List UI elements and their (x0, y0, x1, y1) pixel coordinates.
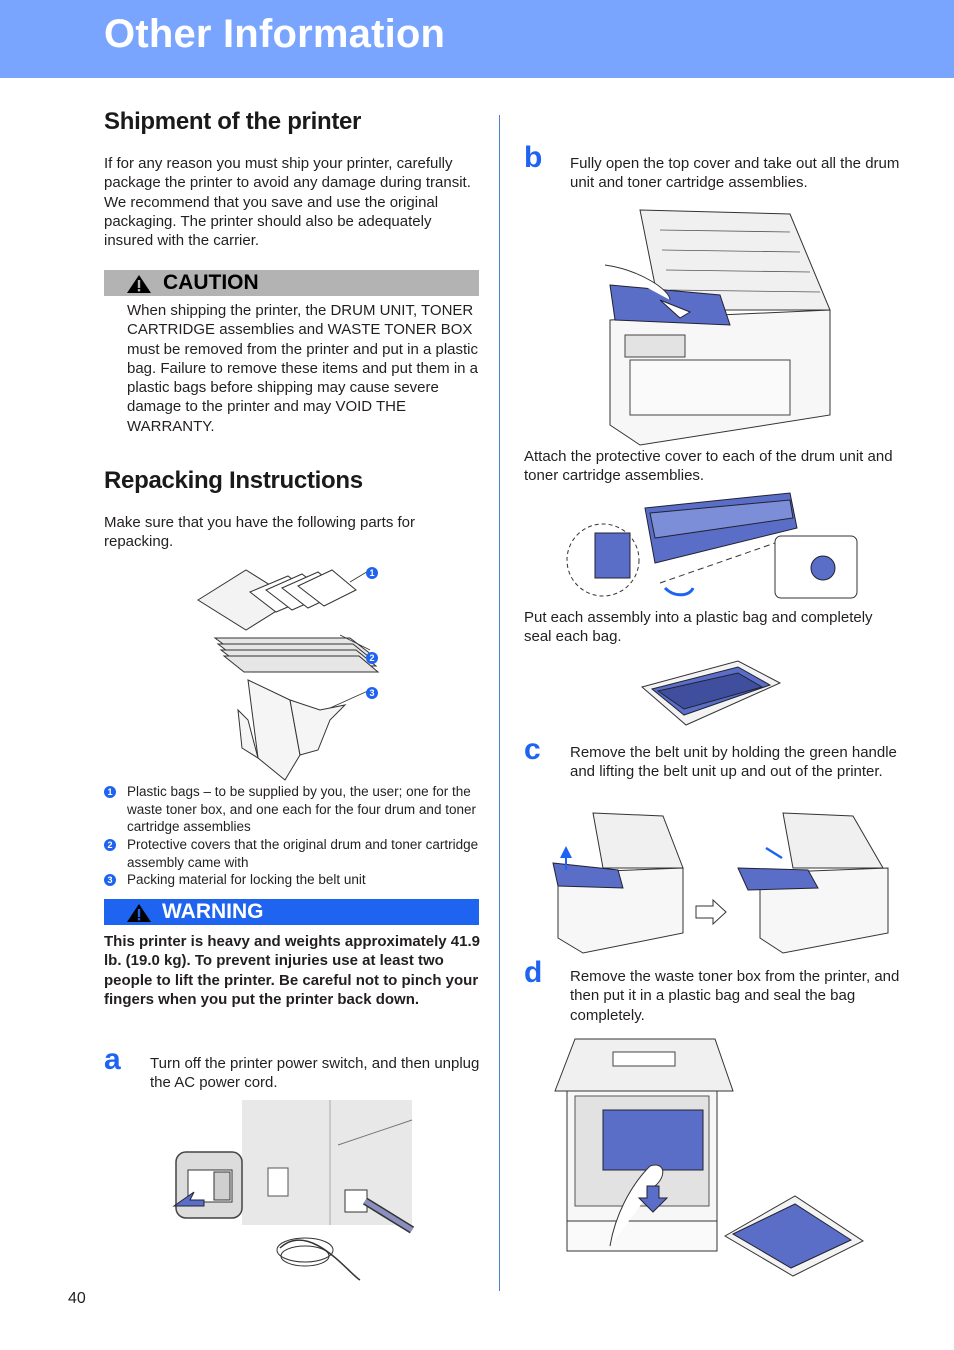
warning-text: This printer is heavy and weights approx… (104, 933, 480, 1008)
warning-label: WARNING (162, 900, 264, 923)
callout-3: 3 (366, 683, 378, 701)
step-d-letter: d (524, 956, 543, 989)
repacking-heading: Repacking Instructions (104, 467, 363, 494)
legend-number: 3 (104, 874, 116, 886)
waste-toner-illustration (554, 1038, 864, 1277)
shipment-intro: If for any reason you must ship your pri… (104, 155, 471, 250)
step-b-letter: b (524, 141, 543, 174)
column-divider (499, 115, 500, 1291)
repacking-parts-illustration (197, 569, 380, 781)
legend-item: 1 Plastic bags – to be supplied by you, … (104, 783, 484, 835)
caution-text: When shipping the printer, the DRUM UNIT… (127, 302, 479, 435)
warning-icon (127, 904, 151, 922)
legend-item: 2 Protective covers that the original dr… (104, 836, 484, 871)
legend-text: Plastic bags – to be supplied by you, th… (127, 784, 476, 835)
step-a-text: Turn off the printer power switch, and t… (150, 1055, 480, 1092)
step-c-text: Remove the belt unit by holding the gree… (570, 744, 897, 781)
page-number: 40 (68, 1290, 86, 1307)
step-b-text: Fully open the top cover and take out al… (570, 155, 900, 192)
caution-label: CAUTION (163, 271, 259, 294)
legend-item: 3 Packing material for locking the belt … (104, 871, 484, 889)
belt-unit-removal-illustration (552, 812, 889, 954)
header-banner: Other Information (0, 0, 954, 78)
printer-open-illustration (604, 209, 831, 446)
plastic-bags-illustration (197, 569, 357, 631)
step-b-text-2: Attach the protective cover to each of t… (524, 448, 893, 485)
step-b-text-3: Put each assembly into a plastic bag and… (524, 609, 873, 646)
step-c-letter: c (524, 733, 541, 766)
printer-left (552, 812, 684, 954)
protective-covers-illustration (213, 637, 380, 673)
belt-packing-illustration (237, 679, 347, 781)
step-d-text: Remove the waste toner box from the prin… (570, 968, 900, 1024)
page-title: Other Information (104, 12, 446, 56)
repacking-intro: Make sure that you have the following pa… (104, 514, 416, 551)
caution-icon (127, 275, 151, 293)
printer-right (737, 812, 889, 954)
callout-1: 1 (366, 563, 378, 581)
legend-text: Packing material for locking the belt un… (127, 872, 366, 887)
step-a-letter: a (104, 1043, 121, 1076)
caution-banner: CAUTION (104, 270, 479, 296)
protective-cover-illustration (566, 492, 858, 599)
shipment-heading: Shipment of the printer (104, 108, 362, 135)
legend-number: 1 (104, 786, 116, 798)
warning-banner: WARNING (104, 899, 479, 925)
legend-text: Protective covers that the original drum… (127, 837, 479, 870)
bagged-cartridge-illustration (640, 660, 782, 726)
callout-2: 2 (366, 648, 378, 666)
power-switch-illustration (172, 1100, 415, 1281)
legend-number: 2 (104, 839, 116, 851)
